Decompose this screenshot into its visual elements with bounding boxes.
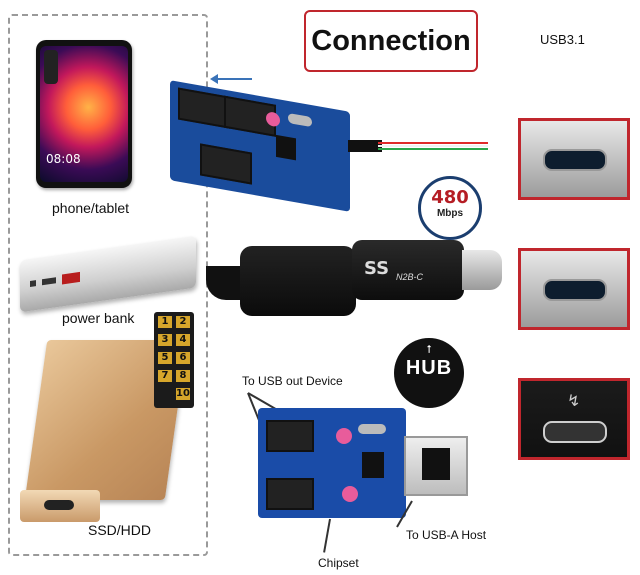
pin-number: 8 — [176, 370, 190, 382]
crystal — [358, 424, 386, 434]
badge-number: 480 — [431, 187, 469, 208]
capacitor — [342, 486, 358, 502]
pin-number: 7 — [158, 370, 172, 382]
phone-label: phone/tablet — [52, 200, 130, 216]
wire — [378, 142, 488, 144]
usb-c-port-icon — [543, 279, 607, 301]
chip — [276, 134, 296, 161]
callout-chipset: Chipset — [318, 556, 359, 570]
arrow-left-icon — [210, 74, 252, 84]
usb-c-plug — [462, 250, 502, 290]
pin-header — [178, 87, 230, 129]
header-plug — [348, 140, 382, 152]
usb-icon: ⭡ — [426, 344, 432, 356]
usb-c-port-icon — [543, 421, 607, 443]
ss-logo: SS — [364, 258, 390, 279]
callout-line — [323, 518, 331, 553]
pin-number: 10 — [176, 388, 190, 400]
pin-number: 2 — [176, 316, 190, 328]
speed-badge: 480 Mbps — [418, 176, 482, 240]
hub-logo: ⭡ HUB — [394, 338, 464, 408]
thunderbolt-port-photo: ↯ — [518, 378, 630, 460]
wire — [378, 145, 488, 147]
hub-logo-text: HUB — [405, 357, 453, 379]
header-plug — [240, 246, 356, 316]
pin-number: 1 — [158, 316, 172, 328]
adapter-model-text: N2B-C — [396, 272, 424, 282]
chip — [362, 452, 384, 478]
pin-number: 4 — [176, 334, 190, 346]
usb-port-icon — [30, 280, 36, 287]
pin-header — [200, 143, 252, 185]
title-box: Connection — [304, 10, 478, 72]
ssd-label: SSD/HDD — [88, 522, 152, 538]
thunderbolt-icon: ↯ — [567, 393, 581, 410]
usb-a-header-connector — [404, 436, 468, 496]
pin-header — [266, 478, 314, 510]
pin-number: 3 — [158, 334, 172, 346]
phone-camera — [44, 50, 58, 84]
usb-c-port-photo — [518, 248, 630, 330]
phone-image: 08:08 — [36, 40, 132, 188]
pin-header — [266, 420, 314, 452]
cable-cord — [206, 266, 246, 300]
connector-socket — [422, 448, 450, 480]
usb-c-adapter-image: SS N2B-C — [206, 226, 506, 316]
usb-c-port-icon — [543, 149, 607, 171]
page-title: Connection — [311, 24, 471, 57]
crystal — [288, 112, 312, 128]
pin-legend: 1 2 3 4 5 6 7 8 10 — [154, 312, 194, 408]
usb-port-icon — [42, 277, 56, 286]
badge-unit: Mbps — [436, 208, 464, 219]
pin-number: 5 — [158, 352, 172, 364]
header-cable — [348, 140, 488, 152]
usb-version-label: USB3.1 — [540, 32, 585, 47]
adapter-body: SS N2B-C — [352, 240, 464, 300]
callout-usb-a-host: To USB-A Host — [406, 528, 487, 542]
wire — [378, 148, 488, 150]
callout-usb-out: To USB out Device — [242, 374, 343, 388]
phone-time: 08:08 — [46, 152, 81, 166]
capacitor — [336, 428, 352, 444]
pin-number: 6 — [176, 352, 190, 364]
hub-board-bottom-image — [258, 408, 406, 518]
led-display — [62, 271, 80, 285]
ssd-end-cap — [20, 490, 100, 522]
power-bank-label: power bank — [62, 310, 135, 326]
usb-c-port-icon — [44, 500, 74, 510]
usb-c-port-photo — [518, 118, 630, 200]
